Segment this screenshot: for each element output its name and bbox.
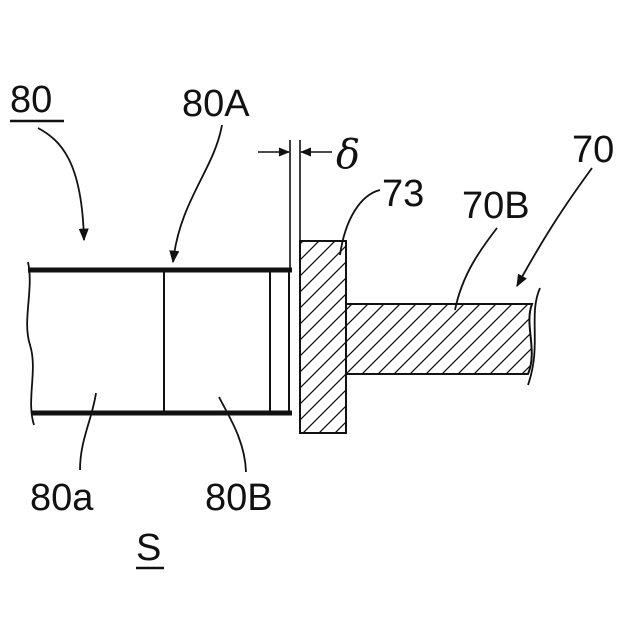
leader-80B xyxy=(219,397,246,472)
label-delta: δ xyxy=(336,132,360,178)
body-80-break-line xyxy=(27,262,34,425)
label-80A: 80A xyxy=(182,83,250,125)
label-80: 80 xyxy=(10,79,52,121)
label-70B: 70B xyxy=(462,185,530,227)
label-80a: 80a xyxy=(30,477,94,519)
shaft-70B xyxy=(346,288,540,385)
leader-80A xyxy=(173,125,222,262)
label-80B: 80B xyxy=(205,477,273,519)
leader-80 xyxy=(38,128,84,240)
leader-80a xyxy=(80,393,96,470)
label-S: S xyxy=(136,527,161,569)
flange-73 xyxy=(300,241,346,433)
leader-70B xyxy=(455,228,497,310)
component-80-body xyxy=(27,262,292,425)
label-73: 73 xyxy=(382,173,424,215)
label-70: 70 xyxy=(572,129,614,171)
shaft-70B-section xyxy=(346,304,532,374)
